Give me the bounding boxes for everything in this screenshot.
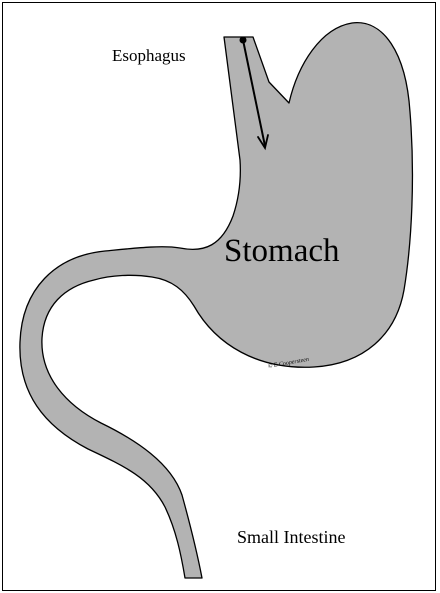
stomach-label: Stomach bbox=[224, 233, 339, 270]
digestive-tract-shape bbox=[20, 23, 413, 578]
esophagus-label: Esophagus bbox=[112, 46, 186, 66]
esophagus-arrow-start-dot bbox=[240, 37, 247, 44]
small-intestine-label: Small Intestine bbox=[237, 527, 345, 548]
